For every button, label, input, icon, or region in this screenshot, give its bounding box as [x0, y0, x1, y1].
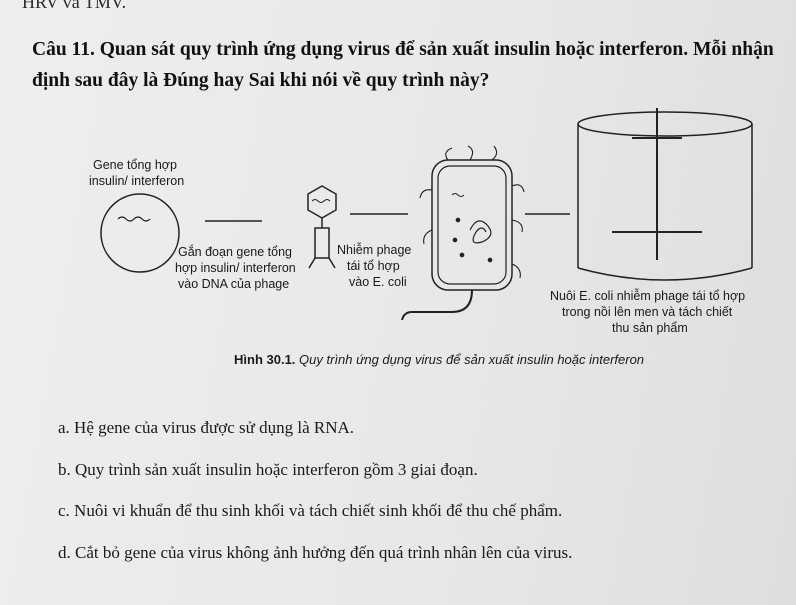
fermenter-tank-icon	[577, 108, 753, 281]
gene-circle	[100, 193, 180, 273]
label-step3-line1: Nuôi E. coli nhiễm phage tái tổ hợp	[550, 289, 746, 303]
label-gene-line1: Gene tổng hợp	[93, 158, 177, 172]
label-gene-line2: insulin/ interferon	[89, 174, 185, 188]
caption-text: Quy trình ứng dụng virus để sản xuất ins…	[299, 352, 645, 367]
label-step3-line3: thu sản phẩm	[612, 321, 688, 335]
label-step2-line1: Nhiễm phage	[337, 243, 412, 257]
label-step3-line2: trong nồi lên men và tách chiết	[562, 305, 733, 319]
label-step1-line2: hợp insulin/ interferon	[175, 261, 296, 275]
figure-caption: Hình 30.1. Quy trình ứng dụng virus để s…	[234, 352, 644, 367]
label-step1-line1: Gắn đoạn gene tổng	[178, 245, 292, 259]
label-step2-line3: vào E. coli	[349, 275, 407, 289]
caption-number: Hình 30.1.	[234, 352, 296, 367]
option-b: b. Quy trình sản xuất insulin hoặc inter…	[58, 460, 478, 479]
option-c: c. Nuôi vi khuẩn để thu sinh khối và tác…	[58, 501, 563, 520]
phage-icon	[307, 185, 337, 269]
label-step2-line2: tái tổ hợp	[347, 259, 400, 273]
ecoli-cell-icon	[401, 145, 525, 321]
option-a: a. Hệ gene của virus được sử dụng là RNA…	[58, 418, 355, 437]
option-d: d. Cắt bỏ gene của virus không ảnh hưởng…	[58, 543, 573, 562]
gene-squiggle	[117, 216, 151, 222]
process-figure: Gene tổng hợp insulin/ interferon Gắn đo…	[0, 100, 796, 400]
process-diagram	[100, 108, 753, 321]
question-title: Câu 11. Quan sát quy trình ứng dụng viru…	[32, 39, 774, 91]
label-step1-line3: vào DNA của phage	[178, 277, 290, 291]
previous-text-fragment: HRV và TMV.	[22, 0, 127, 12]
